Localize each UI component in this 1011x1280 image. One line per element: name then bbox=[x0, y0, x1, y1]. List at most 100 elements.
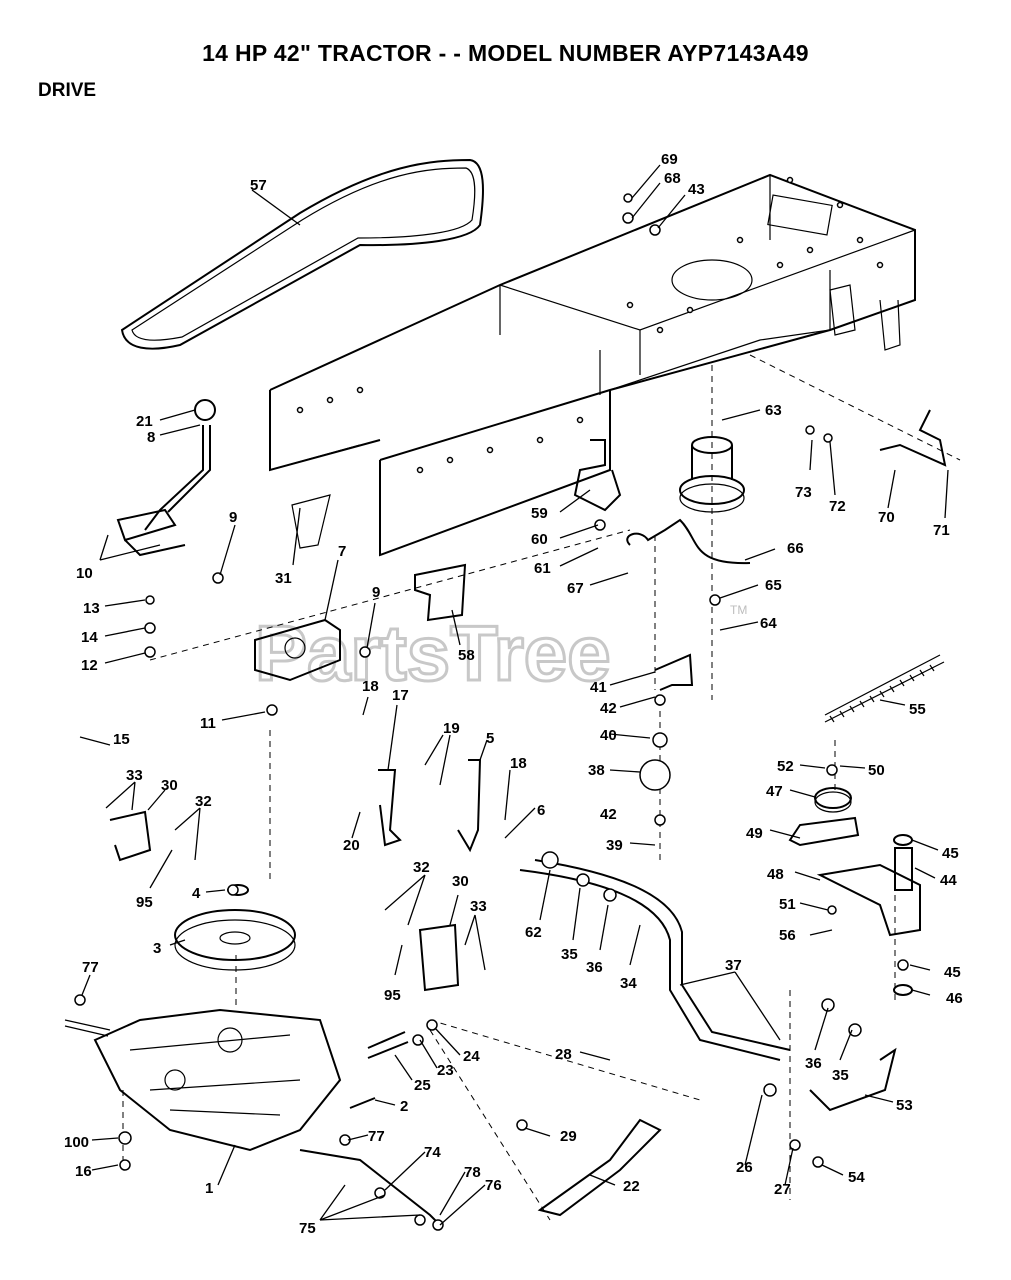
callout-59: 59 bbox=[531, 505, 548, 522]
support-bracket bbox=[414, 563, 467, 622]
transaxle-spring bbox=[367, 1031, 409, 1059]
callout-46: 46 bbox=[946, 990, 963, 1007]
callout-73: 73 bbox=[795, 484, 812, 501]
small-spring bbox=[349, 1097, 376, 1109]
callout-30: 30 bbox=[161, 777, 178, 794]
callout-39: 39 bbox=[606, 837, 623, 854]
bracket-center bbox=[418, 923, 460, 992]
callout-6: 6 bbox=[537, 802, 545, 819]
callout-12: 12 bbox=[81, 657, 98, 674]
bracket-left bbox=[109, 810, 152, 862]
callout-44: 44 bbox=[940, 872, 957, 889]
callout-16: 16 bbox=[75, 1163, 92, 1180]
tractor-frame bbox=[269, 173, 916, 557]
callout-56: 56 bbox=[779, 927, 796, 944]
callout-27: 27 bbox=[774, 1181, 791, 1198]
callout-66: 66 bbox=[787, 540, 804, 557]
callout-33: 33 bbox=[126, 767, 143, 784]
callout-24: 24 bbox=[463, 1048, 480, 1065]
callout-52: 52 bbox=[777, 758, 794, 775]
callout-8: 8 bbox=[147, 429, 155, 446]
idler-spring bbox=[626, 518, 751, 565]
callout-70: 70 bbox=[878, 509, 895, 526]
callout-67: 67 bbox=[567, 580, 584, 597]
callout-9: 9 bbox=[229, 509, 237, 526]
drive-belt-inner bbox=[131, 167, 476, 341]
idler-arm bbox=[654, 653, 694, 691]
callout-29: 29 bbox=[560, 1128, 577, 1145]
callout-19: 19 bbox=[443, 720, 460, 737]
callout-18: 18 bbox=[362, 678, 379, 695]
callout-63: 63 bbox=[765, 402, 782, 419]
callout-1: 1 bbox=[205, 1180, 213, 1197]
callout-10: 10 bbox=[76, 565, 93, 582]
callout-2: 2 bbox=[400, 1098, 408, 1115]
callout-60: 60 bbox=[531, 531, 548, 548]
callout-21: 21 bbox=[136, 413, 153, 430]
callout-23: 23 bbox=[437, 1062, 454, 1079]
callout-95: 95 bbox=[136, 894, 153, 911]
callout-25: 25 bbox=[414, 1077, 431, 1094]
callout-76: 76 bbox=[485, 1177, 502, 1194]
tension-spring bbox=[824, 654, 945, 723]
callout-40: 40 bbox=[600, 727, 617, 744]
watermark-trademark: TM bbox=[730, 603, 747, 617]
callout-41: 41 bbox=[590, 679, 607, 696]
idler-arm-assembly bbox=[816, 863, 921, 937]
transaxle bbox=[64, 1008, 342, 1152]
callout-47: 47 bbox=[766, 783, 783, 800]
callout-30b: 30 bbox=[452, 873, 469, 890]
callout-28: 28 bbox=[555, 1046, 572, 1063]
callout-7: 7 bbox=[338, 543, 346, 560]
transmission-pulley bbox=[174, 909, 296, 961]
callout-72: 72 bbox=[829, 498, 846, 515]
callout-55: 55 bbox=[909, 701, 926, 718]
callout-71: 71 bbox=[933, 522, 950, 539]
callout-14: 14 bbox=[81, 629, 98, 646]
lever-bracket bbox=[378, 769, 402, 847]
page-title: 14 HP 42" TRACTOR - - MODEL NUMBER AYP71… bbox=[202, 40, 809, 66]
callout-48: 48 bbox=[767, 866, 784, 883]
callout-57: 57 bbox=[250, 177, 267, 194]
brake-pedal bbox=[116, 508, 186, 557]
bushing bbox=[894, 847, 913, 891]
callout-33b: 33 bbox=[470, 898, 487, 915]
callout-36: 36 bbox=[586, 959, 603, 976]
retaining-ring bbox=[893, 984, 913, 996]
drive-belt bbox=[120, 158, 484, 350]
callout-31: 31 bbox=[275, 570, 292, 587]
callout-11: 11 bbox=[200, 715, 216, 732]
leader-lines bbox=[79, 164, 949, 1226]
callout-64: 64 bbox=[760, 615, 777, 632]
callout-35: 35 bbox=[561, 946, 578, 963]
callout-32b: 32 bbox=[413, 859, 430, 876]
callout-78: 78 bbox=[464, 1164, 481, 1181]
drive-rod bbox=[299, 1149, 441, 1226]
frame-holes bbox=[296, 176, 884, 474]
knob bbox=[194, 399, 216, 421]
callout-9b: 9 bbox=[372, 584, 380, 601]
idler-pulley bbox=[814, 787, 852, 809]
watermark: PartsTree bbox=[255, 609, 611, 697]
center-pulley bbox=[679, 436, 745, 513]
callout-3: 3 bbox=[153, 940, 161, 957]
callout-65: 65 bbox=[765, 577, 782, 594]
callouts: 69 68 43 57 63 21 8 73 72 70 71 59 60 61… bbox=[64, 151, 963, 1237]
callout-17: 17 bbox=[392, 687, 409, 704]
callout-54: 54 bbox=[848, 1169, 865, 1186]
clutch-rod bbox=[809, 1047, 897, 1112]
callout-42: 42 bbox=[600, 700, 617, 717]
callout-15: 15 bbox=[113, 731, 130, 748]
callout-74: 74 bbox=[424, 1144, 441, 1161]
control-rod bbox=[879, 409, 947, 467]
callout-58: 58 bbox=[458, 647, 475, 664]
callout-43: 43 bbox=[688, 181, 705, 198]
callout-20: 20 bbox=[343, 837, 360, 854]
cross-shaft bbox=[519, 869, 781, 1061]
callout-77b: 77 bbox=[368, 1128, 385, 1145]
callout-51: 51 bbox=[779, 896, 796, 913]
callout-18b: 18 bbox=[510, 755, 527, 772]
shift-lever bbox=[144, 425, 211, 531]
callout-35b: 35 bbox=[832, 1067, 849, 1084]
